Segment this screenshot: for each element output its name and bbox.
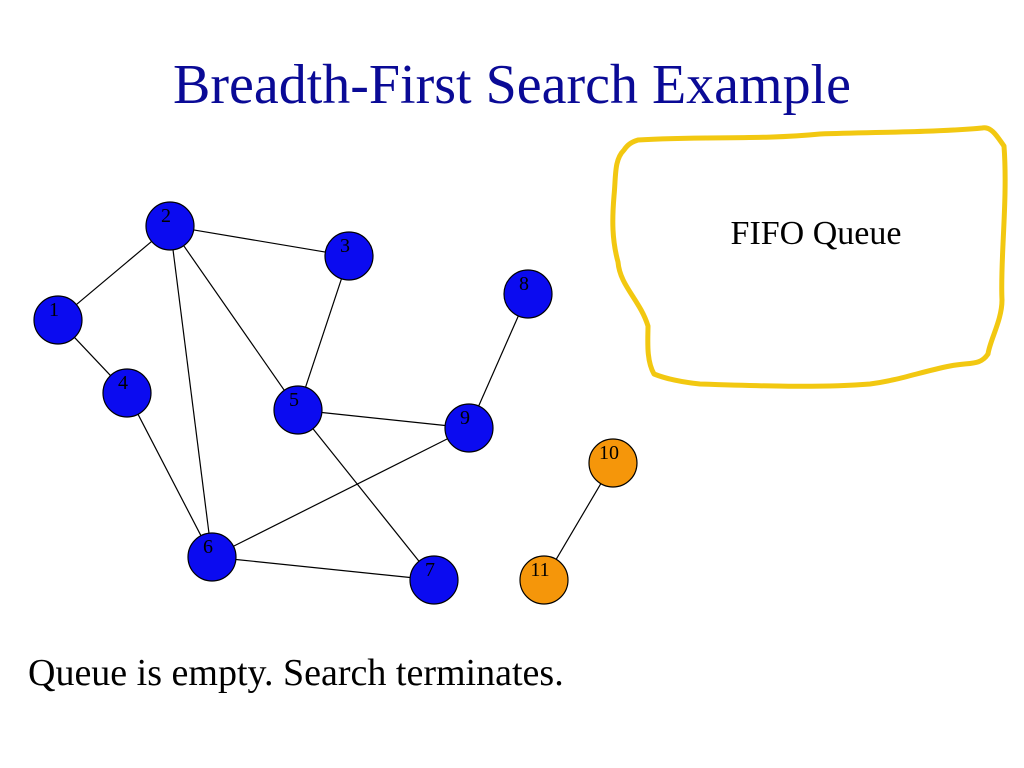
graph-node-2: 2 — [145, 201, 195, 251]
node-label: 5 — [289, 389, 299, 411]
edge-10-11 — [555, 483, 602, 560]
edge-8-9 — [478, 315, 519, 407]
node-circle — [409, 555, 459, 605]
node-label: 7 — [425, 559, 435, 581]
graph-node-5: 5 — [273, 385, 323, 435]
edge-5-7 — [312, 428, 420, 562]
graph-node-3: 3 — [324, 231, 374, 281]
fifo-queue-label: FIFO Queue — [731, 215, 902, 252]
slide-title: Breadth-First Search Example — [172, 54, 851, 116]
edge-6-7 — [235, 558, 411, 579]
graph-node-9: 9 — [444, 403, 494, 453]
edge-2-5 — [183, 245, 285, 391]
graph-node-7: 7 — [409, 555, 459, 605]
node-circle — [588, 438, 638, 488]
status-message: Queue is empty. Search terminates. — [28, 652, 564, 694]
node-circle — [324, 231, 374, 281]
node-circle — [273, 385, 323, 435]
node-label: 3 — [340, 235, 350, 257]
graph-node-10: 10 — [588, 438, 638, 488]
node-label: 1 — [49, 299, 59, 321]
node-circle — [102, 368, 152, 418]
node-label: 2 — [161, 205, 171, 227]
edge-6-9 — [233, 438, 448, 547]
edge-4-6 — [137, 414, 202, 536]
graph-node-11: 11 — [519, 555, 569, 605]
node-circle — [145, 201, 195, 251]
node-circle — [33, 295, 83, 345]
edge-2-3 — [193, 229, 326, 253]
edge-3-5 — [304, 278, 343, 388]
graph-node-1: 1 — [33, 295, 83, 345]
node-label: 9 — [460, 407, 470, 429]
fifo-queue-box — [610, 125, 1008, 389]
node-label: 4 — [118, 372, 128, 394]
edge-1-4 — [74, 337, 111, 376]
graph-node-8: 8 — [503, 269, 553, 319]
node-circle — [519, 555, 569, 605]
edges-layer — [74, 229, 602, 579]
graph-node-6: 6 — [187, 532, 237, 582]
node-label: 6 — [203, 536, 213, 558]
node-circle — [444, 403, 494, 453]
edge-2-6 — [172, 249, 210, 534]
node-circle — [187, 532, 237, 582]
edge-1-2 — [75, 240, 153, 306]
node-circle — [503, 269, 553, 319]
node-label: 8 — [519, 273, 529, 295]
node-label: 11 — [530, 559, 549, 581]
nodes-layer: 1 2 3 4 5 6 7 8 9 10 11 — [33, 201, 638, 605]
edge-5-9 — [321, 411, 446, 427]
graph-node-4: 4 — [102, 368, 152, 418]
node-label: 10 — [599, 442, 619, 464]
